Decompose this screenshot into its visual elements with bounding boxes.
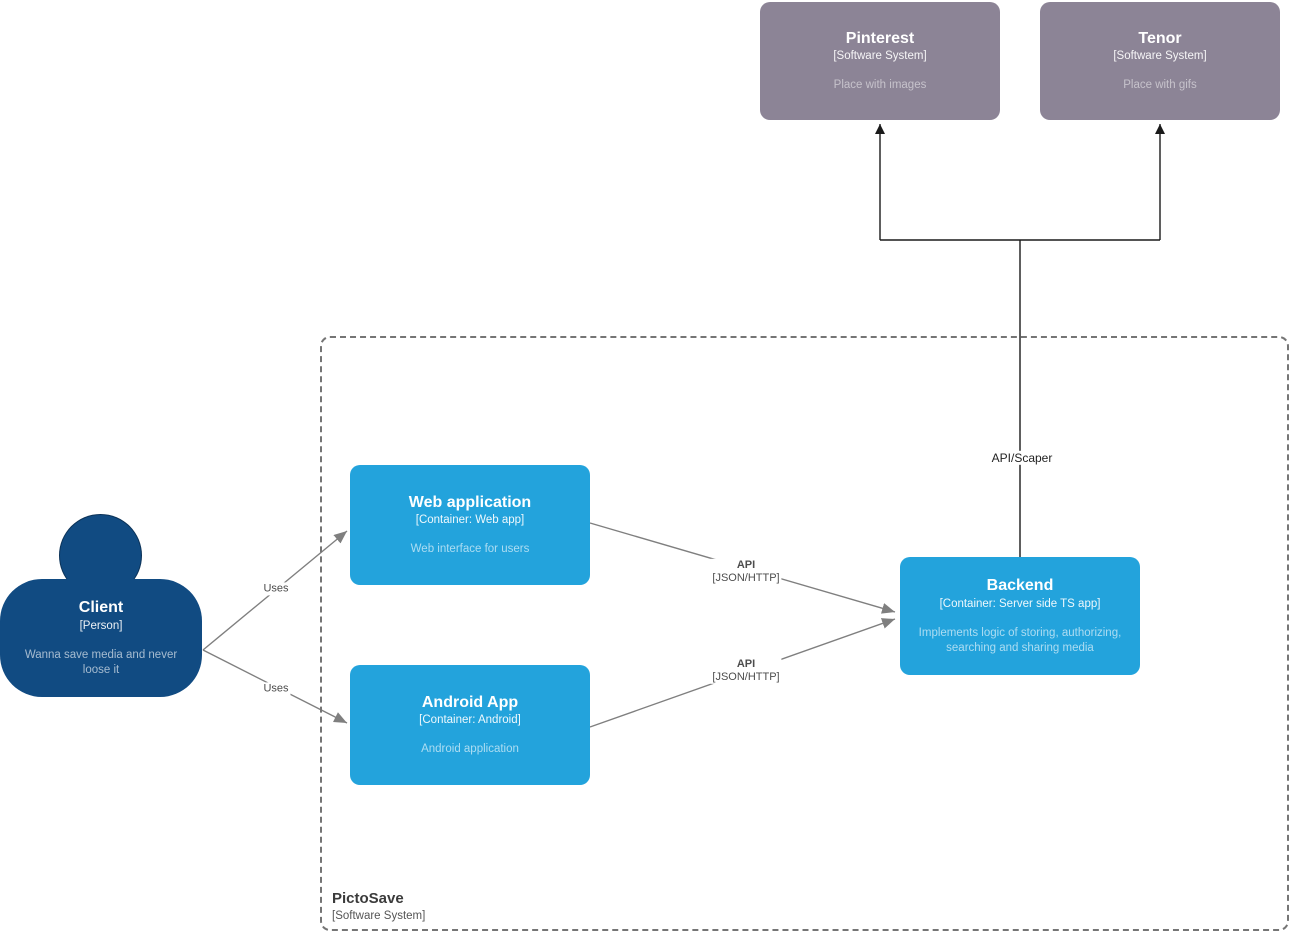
node-title: Client <box>78 599 124 617</box>
node-title: Web application <box>408 493 532 511</box>
node-tenor: Tenor [Software System] Place with gifs <box>1040 2 1280 120</box>
edge-label-uses-web: Uses <box>261 582 291 596</box>
edge-label-api-android: API [JSON/HTTP] <box>710 657 782 685</box>
edge-label-api-android-tech: [JSON/HTTP] <box>712 671 780 683</box>
node-title: Backend <box>986 577 1054 595</box>
boundary-label: PictoSave [Software System] <box>332 890 425 923</box>
boundary-pictosave: PictoSave [Software System] <box>320 336 1289 931</box>
node-pinterest: Pinterest [Software System] Place with i… <box>760 2 1000 120</box>
node-client: Client [Person] Wanna save media and nev… <box>0 579 202 697</box>
edge-label-api-web: API [JSON/HTTP] <box>710 558 782 586</box>
edge-label-api-scraper: API/Scaper <box>989 450 1055 466</box>
node-subtitle: [Container: Web app] <box>415 514 525 527</box>
node-subtitle: [Software System] <box>833 50 927 63</box>
node-web-application: Web application [Container: Web app] Web… <box>350 465 590 585</box>
edge-label-api-android-title: API <box>736 657 756 670</box>
node-subtitle: [Container: Android] <box>419 714 521 727</box>
node-description: Android application <box>421 743 519 756</box>
node-backend: Backend [Container: Server side TS app] … <box>900 557 1140 675</box>
edge-label-api-web-tech: [JSON/HTTP] <box>712 572 780 584</box>
node-description: Web interface for users <box>410 543 530 556</box>
node-title: Pinterest <box>845 29 915 47</box>
node-subtitle: [Container: Server side TS app] <box>939 597 1101 610</box>
node-title: Android App <box>421 693 519 711</box>
node-description: Place with images <box>833 79 927 92</box>
node-description: Implements logic of storing, authorizing… <box>918 626 1122 654</box>
node-description: Place with gifs <box>1123 79 1197 92</box>
boundary-subtitle: [Software System] <box>332 909 426 922</box>
edge-label-api-web-title: API <box>736 558 756 571</box>
node-subtitle: [Software System] <box>1113 50 1207 63</box>
node-title: Tenor <box>1138 29 1182 47</box>
edge-label-uses-android: Uses <box>261 682 291 696</box>
boundary-title: PictoSave <box>332 889 404 907</box>
node-description: Wanna save media and never loose it <box>24 648 178 676</box>
node-android-app: Android App [Container: Android] Android… <box>350 665 590 785</box>
node-subtitle: [Person] <box>79 619 123 632</box>
